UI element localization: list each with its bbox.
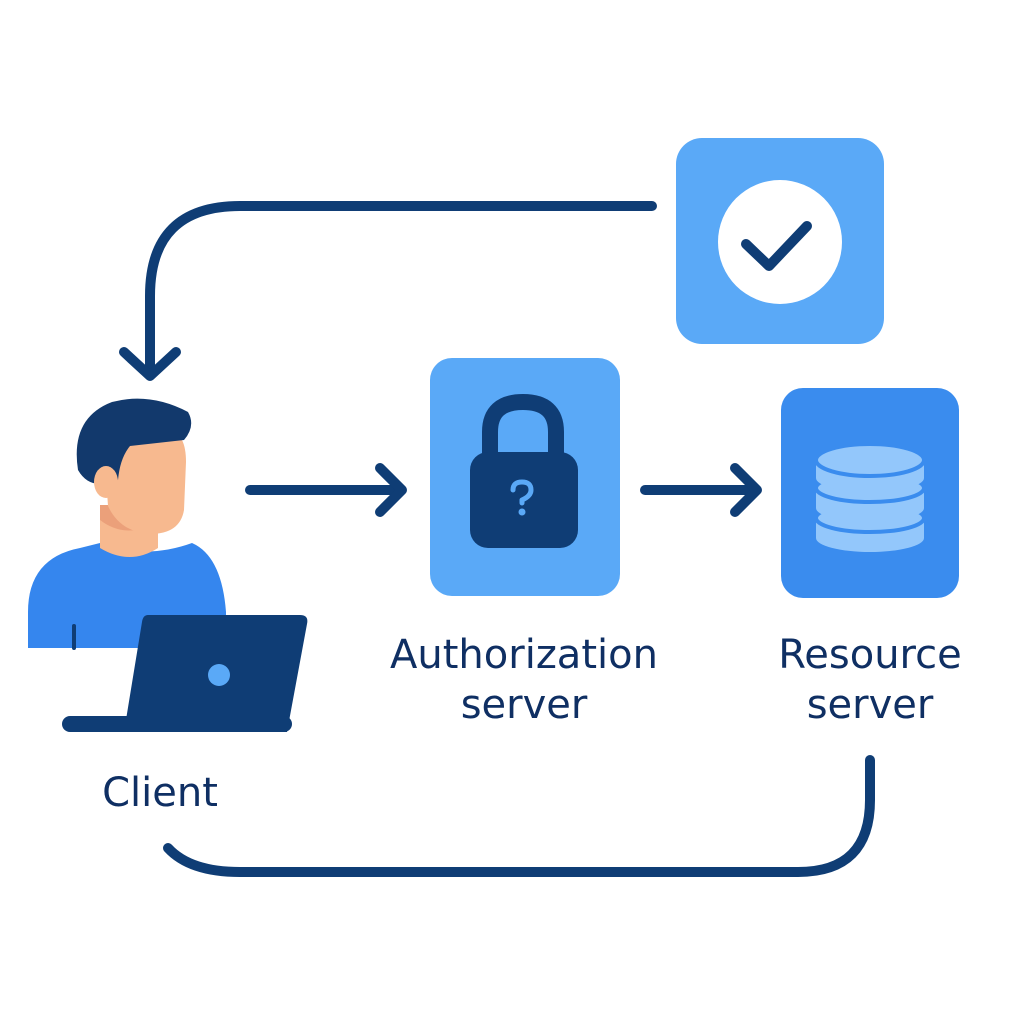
checkmark-icon (741, 221, 812, 271)
token-to-client-arrowhead (119, 347, 181, 381)
token-card (676, 138, 884, 344)
user-with-laptop-icon (28, 398, 308, 732)
authorization-server-label-line-2: server (461, 682, 588, 728)
resource-server-card (781, 388, 959, 598)
database-icon (814, 442, 926, 552)
database-disk-top-cap (814, 442, 926, 478)
auth-to-resource-arrowhead (730, 463, 762, 517)
labels: Client Authorization server Resource ser… (102, 632, 962, 816)
person-hair (76, 398, 192, 484)
authorization-server-card (430, 358, 620, 596)
padlock-question-icon (470, 393, 578, 548)
question-mark-icon (510, 479, 534, 506)
laptop-logo (208, 664, 230, 686)
person-ear (94, 466, 118, 498)
authorization-server-label-line-1: Authorization (390, 632, 658, 678)
client-to-auth-arrowhead (375, 463, 407, 517)
question-mark-dot (518, 508, 526, 516)
connectors (119, 201, 875, 877)
laptop-base (62, 716, 292, 732)
resource-server-label-line-2: server (807, 682, 934, 728)
padlock-shackle (482, 393, 564, 468)
token-card-circle (718, 180, 842, 304)
resource-server-label-line-1: Resource (778, 632, 961, 678)
token-to-client-arrow (145, 201, 657, 375)
client-label: Client (102, 770, 218, 816)
resource-to-client-return-line (163, 755, 875, 877)
